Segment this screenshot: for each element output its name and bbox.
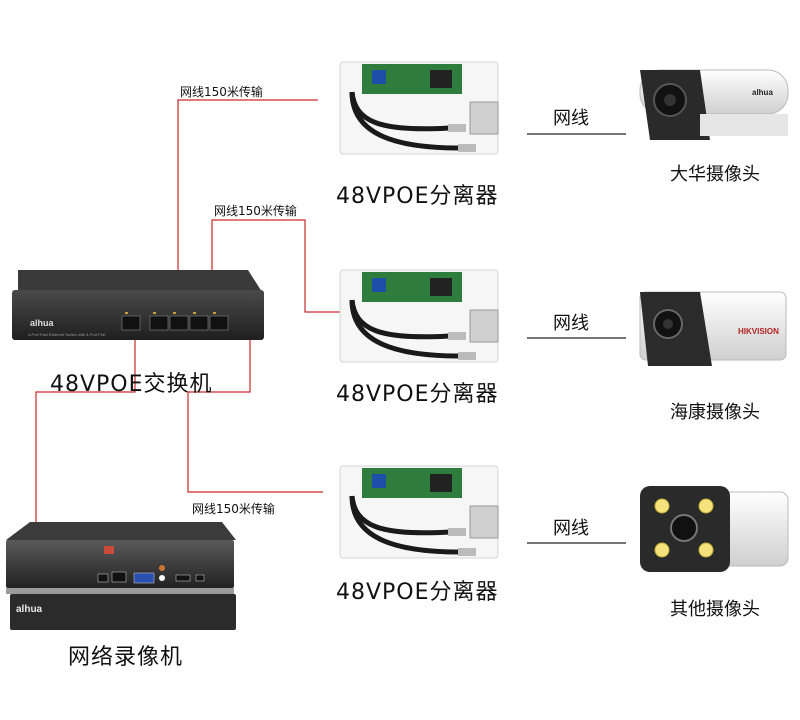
switch-ports: [121, 315, 229, 331]
camera-1-brand-logo: alhua: [752, 88, 773, 97]
cable-label-2: 网线: [553, 313, 589, 334]
network-line-3: [187, 319, 323, 493]
camera-dahua: alhua: [639, 69, 789, 140]
nvr-device: alhua: [6, 522, 236, 630]
switch-label: 48VPOE交换机: [50, 372, 213, 397]
camera-label-1: 大华摄像头: [670, 164, 760, 185]
poe-switch: alhua 4-Port Fast Ethernet Switch with 4…: [12, 270, 264, 340]
transmission-label-1: 网线150米传输: [180, 85, 263, 99]
poe-splitter-3: [339, 465, 499, 559]
network-line-1: [177, 99, 318, 318]
camera-label-2: 海康摄像头: [670, 402, 760, 423]
camera-label-3: 其他摄像头: [670, 599, 760, 620]
cable-label-3: 网线: [553, 518, 589, 539]
network-line-2: [211, 219, 340, 318]
poe-splitter-2: [339, 269, 499, 363]
nvr-brand-logo: alhua: [16, 604, 43, 615]
switch-panel-text: 4-Port Fast Ethernet Switch with 4-Port …: [28, 332, 106, 337]
poe-splitter-1: [339, 61, 499, 155]
camera-cables: [527, 133, 626, 544]
splitter-label-1: 48VPOE分离器: [336, 184, 499, 209]
transmission-label-2: 网线150米传输: [214, 204, 297, 218]
camera-other: [640, 486, 789, 572]
splitter-label-2: 48VPOE分离器: [336, 382, 499, 407]
nvr-label: 网络录像机: [68, 645, 184, 670]
splitter-label-3: 48VPOE分离器: [336, 580, 499, 605]
switch-brand-logo: alhua: [30, 318, 55, 328]
transmission-label-3: 网线150米传输: [192, 502, 275, 516]
camera-hikvision: HIKVISION: [639, 291, 787, 366]
camera-2-brand-logo: HIKVISION: [738, 327, 779, 336]
cable-label-1: 网线: [553, 108, 589, 129]
